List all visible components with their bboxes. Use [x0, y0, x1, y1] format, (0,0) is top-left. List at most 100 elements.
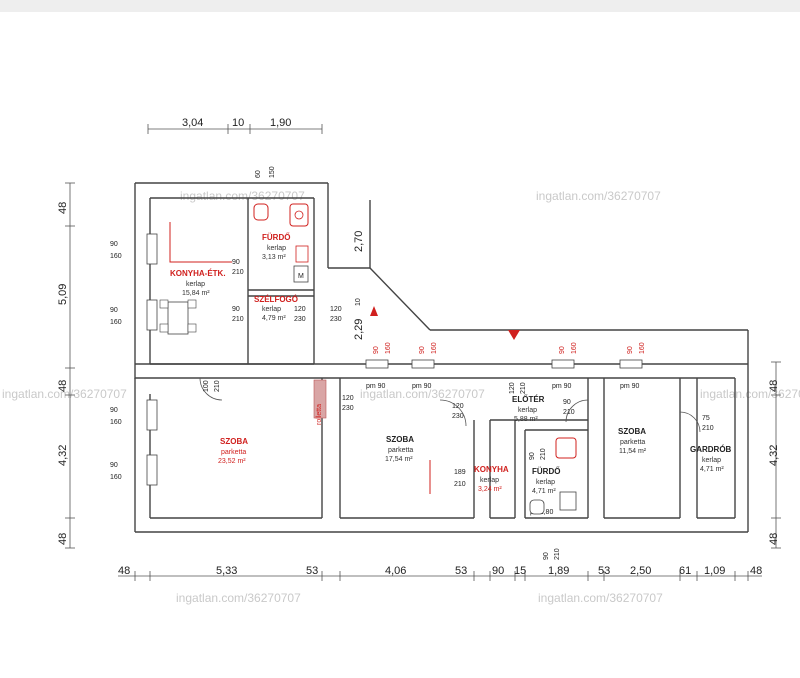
shower-icon [289, 203, 309, 227]
room-area: 5,88 m² [514, 416, 538, 423]
dim-bottom-12: 1,09 [704, 565, 725, 577]
room-floor: parketta [221, 449, 246, 456]
watermark-6: ingatlan.com/36270707 [176, 591, 301, 605]
doors: 100 210 90 210 90 210 120 230 120 230 12… [199, 259, 714, 560]
dim-bottom-9: 53 [598, 565, 610, 577]
room-konyha: KONYHA kerlap 3,24 m² [474, 465, 509, 493]
room-area: 15,84 m² [182, 290, 210, 297]
room-floor: kerlap [518, 407, 537, 414]
pm90-3: pm 90 [552, 383, 572, 390]
door-10a: 90 [529, 452, 536, 460]
room-szelfogo: SZÉLFOGÓ kerlap 4,79 m² [254, 295, 298, 322]
dim-left-5: 48 [57, 533, 69, 545]
watermark-3: ingatlan.com/36270707 [2, 387, 127, 401]
room-name: ELŐTÉR [512, 395, 545, 404]
room-name: SZOBA [220, 437, 248, 446]
door-4a: 120 [294, 306, 306, 313]
win-label-1a: 90 [110, 241, 118, 248]
dim-top-2: 10 [232, 117, 244, 129]
room-floor: kerlap [702, 457, 721, 464]
room-name: FÜRDŐ [532, 467, 560, 476]
room-floor: parketta [388, 447, 413, 454]
dim-left-3: 48 [57, 380, 69, 392]
room-floor: parketta [620, 439, 645, 446]
room-eloter: ELŐTÉR kerlap 5,88 m² [512, 395, 545, 423]
watermark-5: ingatlan.com/36270707 [700, 387, 800, 401]
room-floor: kerlap [186, 281, 205, 288]
door-2a: 90 [232, 306, 240, 313]
dim-bottom-10: 2,50 [630, 565, 651, 577]
sink-icon-1 [295, 245, 309, 263]
dim-bottom-4: 4,06 [385, 565, 406, 577]
win-label-3a: 90 [110, 407, 118, 414]
win-top-2a: 90 [419, 346, 426, 354]
gas-marker-icon [370, 306, 378, 316]
dim-inner-60: 60 [255, 170, 262, 178]
door-9b: 210 [563, 409, 575, 416]
hatched-partition [313, 379, 327, 419]
room-floor: kerlap [536, 479, 555, 486]
dim-bottom-8: 1,89 [548, 565, 569, 577]
door-11a: 75 [702, 415, 710, 422]
room-furdo-1: FÜRDŐ kerlap 3,13 m² [262, 233, 290, 261]
win-label-3b: 160 [110, 419, 122, 426]
room-szoba-1: SZOBA parketta 23,52 m² [218, 437, 248, 465]
fixtures: M [159, 203, 577, 515]
dim-right-2: 4,32 [768, 445, 780, 466]
door-9a: 90 [563, 399, 571, 406]
door-8a: 120 [509, 382, 516, 394]
dim-left-2: 5,09 [57, 284, 69, 305]
room-szoba-3: SZOBA parketta 11,54 m² [618, 427, 647, 455]
win-top-4a: 90 [627, 346, 634, 354]
door-13b: 210 [554, 548, 561, 560]
door-6b: 230 [342, 405, 354, 412]
door-10b: 210 [540, 448, 547, 460]
door-8b: 210 [520, 382, 527, 394]
windows-left: 90 160 90 160 90 160 90 160 [110, 233, 158, 486]
room-name: KONYHA-ÉTK. [170, 269, 226, 278]
room-area: 3,24 m² [478, 486, 502, 493]
top-dimension: 3,04 10 1,90 [147, 117, 323, 134]
washing-machine-icon [293, 265, 309, 283]
door-12a: 189 [454, 469, 466, 476]
room-name: SZÉLFOGÓ [254, 295, 298, 304]
win-label-2a: 90 [110, 307, 118, 314]
room-name: SZOBA [618, 427, 646, 436]
door-6a: 120 [342, 395, 354, 402]
door-5b: 230 [330, 316, 342, 323]
win-top-4b: 160 [639, 342, 646, 354]
dim-left-1: 48 [57, 202, 69, 214]
dining-table-icon [167, 301, 189, 335]
dim-top-3: 1,90 [270, 117, 291, 129]
room-area: 4,71 m² [532, 488, 556, 495]
dim-right-3: 48 [768, 533, 780, 545]
toilet-icon-1 [253, 203, 269, 221]
win-label-4a: 90 [110, 462, 118, 469]
door-1a: 100 [203, 380, 210, 392]
dim-bottom-13: 48 [750, 565, 762, 577]
room-area: 3,13 m² [262, 254, 286, 261]
win-top-1b: 160 [385, 342, 392, 354]
win-top-2b: 160 [431, 342, 438, 354]
room-name: FÜRDŐ [262, 233, 290, 242]
dim-bottom-11: 61 [679, 565, 691, 577]
dim-bottom-6: 90 [492, 565, 504, 577]
room-floor: kerlap [262, 306, 281, 313]
dim-bottom-2: 5,33 [216, 565, 237, 577]
top-strip [0, 0, 800, 12]
entrance-arrow-icon [508, 330, 520, 340]
walls [134, 182, 749, 533]
dim-inner-10: 10 [355, 298, 362, 306]
watermark-1: ingatlan.com/36270707 [536, 189, 661, 203]
room-name: GARDRÓB [690, 445, 732, 454]
door-12b: 210 [454, 481, 466, 488]
watermark-4: ingatlan.com/36270707 [360, 387, 485, 401]
dim-right-1: 48 [768, 380, 780, 392]
door-7b: 230 [452, 413, 464, 420]
windows-top: 90 160 90 160 90 160 90 160 pm 90 pm 90 … [365, 342, 646, 390]
door-1b: 210 [214, 380, 221, 392]
room-furdo-2: FÜRDŐ kerlap 4,71 m² [532, 467, 560, 495]
washing-machine-label: M [298, 273, 304, 280]
dim-bottom-5: 53 [455, 565, 467, 577]
pm90-2: pm 90 [412, 383, 432, 390]
